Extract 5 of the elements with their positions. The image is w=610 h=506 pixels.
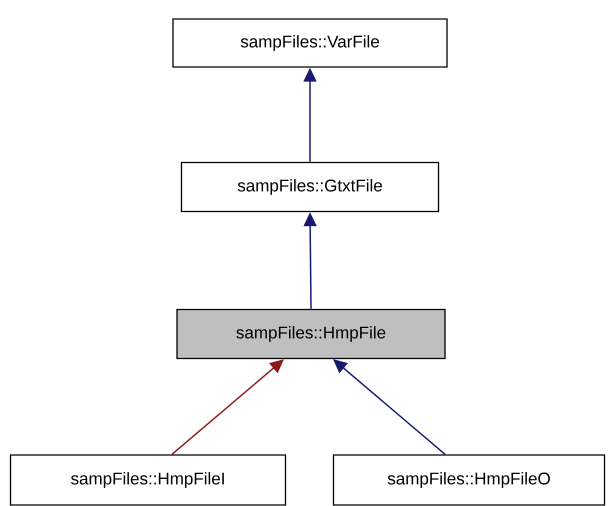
class-box: sampFiles::HmpFileO <box>332 454 606 506</box>
class-box: sampFiles::HmpFile <box>176 308 446 360</box>
class-box: sampFiles::HmpFileI <box>10 454 286 506</box>
class-box: sampFiles::GtxtFile <box>180 162 440 212</box>
class-box: sampFiles::VarFile <box>172 18 448 68</box>
